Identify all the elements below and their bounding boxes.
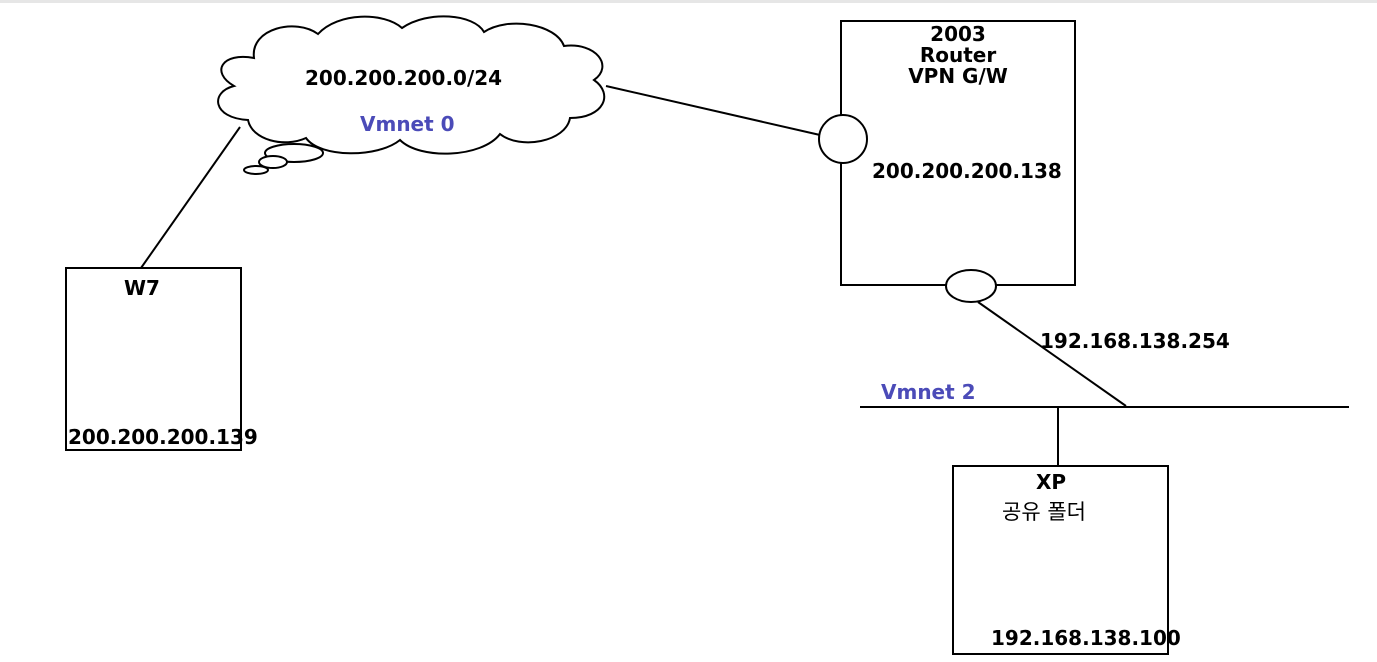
xp-share-label: 공유 폴더 (1002, 500, 1086, 524)
router-internal-interface (945, 269, 997, 303)
router-title-line2: Router (919, 43, 997, 67)
top-border (0, 0, 1377, 3)
cloud-shape (217, 15, 606, 155)
link-cloud-w7 (140, 126, 241, 269)
w7-host-box (65, 267, 242, 451)
vmnet2-label: Vmnet 2 (881, 380, 976, 404)
cloud-bubble-small (243, 165, 269, 175)
vmnet0-label: Vmnet 0 (360, 112, 455, 136)
router-title: 2003 Router VPN G/W (880, 24, 1036, 87)
xp-host-box (952, 465, 1169, 655)
router-external-interface (818, 114, 868, 164)
router-box (840, 20, 1076, 286)
link-router-lan (977, 301, 1127, 407)
w7-ip-label: 200.200.200.139 (68, 425, 258, 449)
xp-name-label: XP (1036, 470, 1067, 494)
router-internal-ip-label: 192.168.138.254 (1040, 329, 1230, 353)
router-title-line1: 2003 (930, 22, 986, 46)
router-title-line3: VPN G/W (908, 64, 1008, 88)
link-cloud-router (605, 85, 821, 136)
cloud-bubble-medium (258, 155, 288, 169)
router-external-ip-label: 200.200.200.138 (872, 159, 1062, 183)
cloud-network-label: 200.200.200.0/24 (305, 66, 503, 90)
xp-ip-label: 192.168.138.100 (991, 626, 1181, 650)
w7-name-label: W7 (124, 276, 160, 300)
